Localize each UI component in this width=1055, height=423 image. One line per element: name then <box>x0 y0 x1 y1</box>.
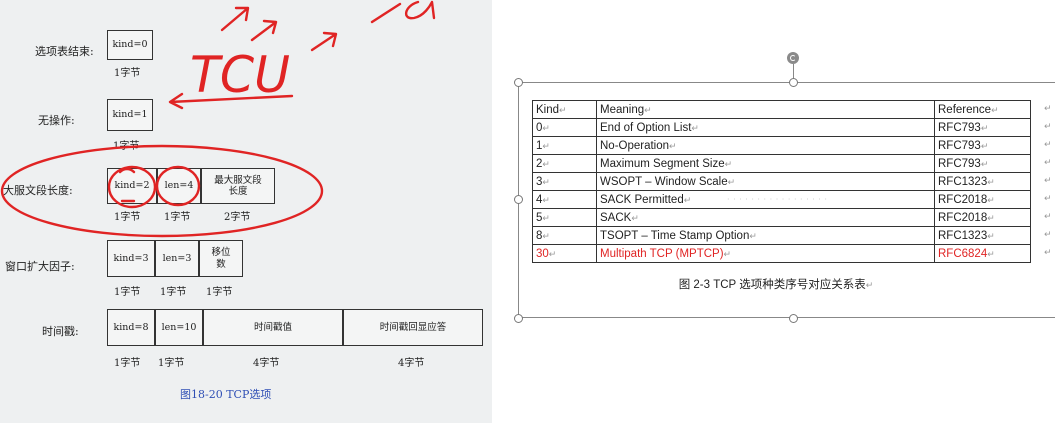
ink-arrow <box>168 92 294 110</box>
cell-meaning: Multipath TCP (MPTCP)↵ <box>596 244 935 263</box>
resize-handle-top-left[interactable] <box>514 78 523 87</box>
field-kind-8: kind=8 <box>107 309 155 346</box>
size-label: 4字节 <box>398 358 425 369</box>
row-end-mark: ↵ <box>1044 158 1052 168</box>
table-row: 4↵ SACK Permitted↵ RFC2018↵ <box>532 190 1031 209</box>
table-header-row: Kind↵ Meaning↵ Reference↵ <box>532 100 1031 119</box>
rotate-handle-icon[interactable] <box>787 52 799 64</box>
cell-meaning: WSOPT – Window Scale↵ <box>596 172 935 191</box>
rotate-handle-stem <box>793 64 794 82</box>
field-kind-2: kind=2 <box>107 168 157 204</box>
cell-kind: 4↵ <box>532 190 597 209</box>
table-caption: 图 2-3 TCP 选项种类序号对应关系表↵ <box>678 279 874 291</box>
size-label: 1字节 <box>114 358 141 369</box>
resize-handle-middle-left[interactable] <box>514 195 523 204</box>
size-label: 1字节 <box>160 287 187 298</box>
ink-arrow <box>250 19 278 42</box>
row-end-mark: ↵ <box>1044 104 1052 114</box>
table-row-highlighted: 30↵ Multipath TCP (MPTCP)↵ RFC6824↵ <box>532 244 1031 263</box>
document-figure: · · · · · · · · · · · · · · · · · Kind↵ … <box>512 52 1055 342</box>
cell-kind: 1↵ <box>532 136 597 155</box>
field-timestamp-value: 时间戳值 <box>203 309 343 346</box>
table-row: 8↵ TSOPT – Time Stamp Option↵ RFC1323↵ <box>532 226 1031 245</box>
cell-reference: RFC793↵ <box>934 136 1031 155</box>
row-end-mark: ↵ <box>1044 140 1052 150</box>
cell-kind: 30↵ <box>532 244 597 263</box>
ink-stroke <box>405 0 436 20</box>
row-label-timestamp: 时间戳: <box>42 325 79 338</box>
size-label: 1字节 <box>158 358 185 369</box>
cell-kind: 8↵ <box>532 226 597 245</box>
row-end-mark: ↵ <box>1044 176 1052 186</box>
row-end-mark: ↵ <box>1044 248 1052 258</box>
header-cell: Meaning↵ <box>596 100 935 119</box>
size-label: 1字节 <box>164 212 191 223</box>
cell-kind: 0↵ <box>532 118 597 137</box>
table-row: 3↵ WSOPT – Window Scale↵ RFC1323↵ <box>532 172 1031 191</box>
field-max-segment: 最大服文段长度 <box>201 168 275 204</box>
row-end-mark: ↵ <box>1044 194 1052 204</box>
cell-kind: 2↵ <box>532 154 597 173</box>
field-timestamp-echo: 时间戳回显应答 <box>343 309 483 346</box>
field-shift-count: 移位数 <box>199 240 243 277</box>
resize-handle-bottom-left[interactable] <box>514 314 523 323</box>
cell-meaning: End of Option List↵ <box>596 118 935 137</box>
cell-meaning: Maximum Segment Size↵ <box>596 154 935 173</box>
cell-meaning: SACK Permitted↵ <box>596 190 935 209</box>
field-kind-3: kind=3 <box>107 240 155 277</box>
cell-reference: RFC1323↵ <box>934 226 1031 245</box>
size-label: 1字节 <box>206 287 233 298</box>
row-end-mark: ↵ <box>1044 212 1052 222</box>
row-end-mark: ↵ <box>1044 122 1052 132</box>
cell-reference: RFC1323↵ <box>934 172 1031 191</box>
cell-reference: RFC793↵ <box>934 118 1031 137</box>
handwriting-tcu: TCU <box>190 46 290 104</box>
header-cell: Kind↵ <box>532 100 597 119</box>
cell-kind: 5↵ <box>532 208 597 227</box>
size-label: 1字节 <box>113 141 140 152</box>
ink-arrow <box>310 31 338 52</box>
table-row: 2↵ Maximum Segment Size↵ RFC793↵ <box>532 154 1031 173</box>
cell-kind: 3↵ <box>532 172 597 191</box>
table-row: 5↵ SACK↵ RFC2018↵ <box>532 208 1031 227</box>
field-len-10: len=10 <box>155 309 203 346</box>
size-label: 1字节 <box>114 287 141 298</box>
resize-handle-top-middle[interactable] <box>789 78 798 87</box>
field-kind-1: kind=1 <box>107 99 153 131</box>
cell-reference: RFC793↵ <box>934 154 1031 173</box>
row-label-end-of-list: 选项表结束: <box>35 45 94 58</box>
cell-meaning: SACK↵ <box>596 208 935 227</box>
row-end-mark: ↵ <box>1044 230 1052 240</box>
cell-reference: RFC2018↵ <box>934 208 1031 227</box>
figure-caption: 图18-20 TCP选项 <box>180 388 272 401</box>
cell-meaning: No-Operation↵ <box>596 136 935 155</box>
field-len-4: len=4 <box>157 168 201 204</box>
row-label-window-scale: 窗口扩大因子: <box>5 260 75 273</box>
table-row: 0↵ End of Option List↵ RFC793↵ <box>532 118 1031 137</box>
table-row: 1↵ No-Operation↵ RFC793↵ <box>532 136 1031 155</box>
header-cell: Reference↵ <box>934 100 1031 119</box>
size-label: 1字节 <box>114 212 141 223</box>
field-kind-0: kind=0 <box>107 30 153 60</box>
cell-meaning: TSOPT – Time Stamp Option↵ <box>596 226 935 245</box>
field-len-3: len=3 <box>155 240 199 277</box>
scanned-tcp-options-figure: 选项表结束: kind=0 1字节 无操作: kind=1 1字节 大服文段长度… <box>0 0 492 423</box>
tcp-options-table: Kind↵ Meaning↵ Reference↵ 0↵ End of Opti… <box>532 100 1031 263</box>
size-label: 2字节 <box>224 212 251 223</box>
row-label-no-operation: 无操作: <box>38 114 75 127</box>
size-label: 1字节 <box>114 68 141 79</box>
cell-reference: RFC6824↵ <box>934 244 1031 263</box>
row-label-max-segment-size: 大服文段长度: <box>3 184 73 197</box>
ink-arrow <box>220 6 250 32</box>
resize-handle-bottom-middle[interactable] <box>789 314 798 323</box>
cell-reference: RFC2018↵ <box>934 190 1031 209</box>
ink-stroke <box>370 2 402 24</box>
size-label: 4字节 <box>253 358 280 369</box>
